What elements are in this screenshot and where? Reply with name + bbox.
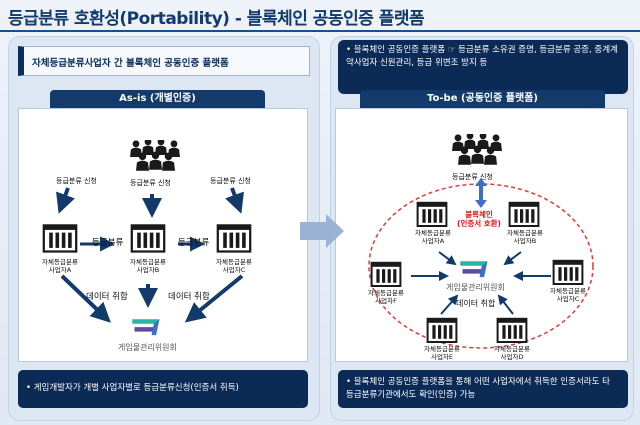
building-icon — [42, 224, 78, 253]
building-icon — [496, 317, 528, 344]
tobe-network — [368, 178, 594, 349]
building-icon — [216, 224, 252, 253]
request-label: 등급분류 신청 — [130, 179, 171, 187]
data-collect-label: 데이터 취합 — [168, 292, 210, 302]
business-d-label: 자체등급분류 사업자D — [494, 345, 530, 361]
tobe-note: • 블록체인 공동인증 플랫폼 ☞ 등급분류 소유권 증명, 등급분류 공증, … — [338, 40, 628, 94]
tobe-tab: To-be (공동인증 플랫폼) — [360, 90, 605, 108]
building-icon — [130, 224, 166, 253]
business-f-label: 자체등급분류 사업자F — [368, 289, 404, 305]
building-icon — [426, 317, 458, 344]
asis-arrows — [56, 187, 244, 323]
asis-between-label: 등급분류 — [92, 238, 124, 248]
asis-tab: As-is (개별인증) — [50, 90, 265, 108]
business-b-label: 자체등급분류 사업자B — [507, 229, 543, 245]
business-e-label: 자체등급분류 사업자E — [424, 345, 460, 361]
business-a-label: 자체등급분류 사업자A — [415, 229, 451, 245]
grac-logo-text: 게임물관리위원회 — [118, 343, 177, 352]
asis-between-label: 등급분류 — [178, 238, 210, 248]
grac-logo-icon — [460, 261, 488, 278]
building-icon — [552, 259, 584, 286]
building-icon — [508, 201, 540, 228]
request-label: 등급분류 신청 — [56, 177, 97, 185]
business-c-label: 자체등급분류 사업자C — [216, 258, 252, 274]
business-b-label: 자체등급분류 사업자B — [130, 258, 166, 274]
building-icon — [416, 201, 448, 228]
grac-logo-icon — [132, 319, 160, 336]
request-label: 등급분류 신청 — [210, 177, 251, 185]
data-collect-label: 데이터 취합 — [86, 292, 128, 302]
title-divider — [0, 30, 640, 32]
asis-subtitle: 자체등급분류사업자 간 블록체인 공동인증 플랫폼 — [18, 46, 310, 76]
request-label: 등급분류 신청 — [452, 173, 493, 181]
asis-summary: • 게임개발자가 개별 사업자별로 등급분류신청(인증서 취득) — [18, 370, 308, 408]
page-title: 등급분류 호환성(Portability) - 블록체인 공동인증 플랫폼 — [8, 9, 425, 29]
grac-logo-text: 게임물관리위원회 — [446, 283, 505, 292]
building-icon — [370, 261, 402, 288]
tobe-summary: • 블록체인 공동인증 플랫폼을 통해 어떤 사업자에서 취득한 인증서라도 타… — [338, 370, 628, 408]
business-a-label: 자체등급분류 사업자A — [42, 258, 78, 274]
data-collect-label: 데이터 취합 — [456, 299, 496, 308]
tobe-diagram — [335, 108, 628, 362]
business-c-label: 자체등급분류 사업자C — [550, 287, 586, 303]
blockchain-label: 블록체인 (인증서 호환) — [457, 210, 501, 228]
transition-arrow-icon — [300, 214, 344, 248]
